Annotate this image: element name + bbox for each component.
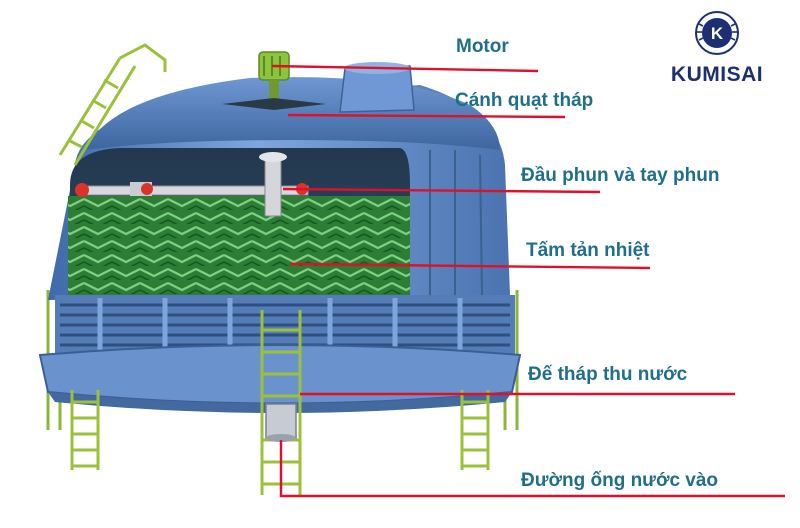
ladder-left — [70, 390, 100, 470]
brand-logo: K KUMISAI — [662, 10, 772, 87]
leader-line-inlet — [279, 440, 785, 498]
leader-lines — [271, 64, 785, 498]
fan-motor — [222, 51, 326, 110]
label-fan: Cánh quạt tháp — [455, 90, 594, 111]
brand-emblem-letter: K — [711, 24, 724, 43]
inlet-pipe — [265, 403, 297, 442]
leader-line-motor — [271, 64, 539, 73]
fill-media — [68, 196, 410, 300]
label-inlet: Đường ống nước vào — [521, 470, 719, 491]
ladder-top — [58, 43, 167, 166]
label-fill: Tấm tản nhiệt — [526, 240, 650, 261]
leader-line-fan — [287, 113, 566, 119]
tower-body — [38, 62, 522, 413]
kumisai-emblem-icon: K — [695, 11, 739, 55]
leader-line-fill — [289, 262, 651, 270]
brand-name: KUMISAI — [670, 63, 764, 86]
label-basin: Đế tháp thu nước — [528, 364, 688, 385]
sprinkler-assembly — [75, 152, 309, 217]
label-motor: Motor — [456, 36, 509, 57]
leader-line-sprinkler — [282, 187, 601, 194]
ladder-right — [460, 390, 490, 470]
label-sprinkler: Đầu phun và tay phun — [521, 165, 720, 186]
